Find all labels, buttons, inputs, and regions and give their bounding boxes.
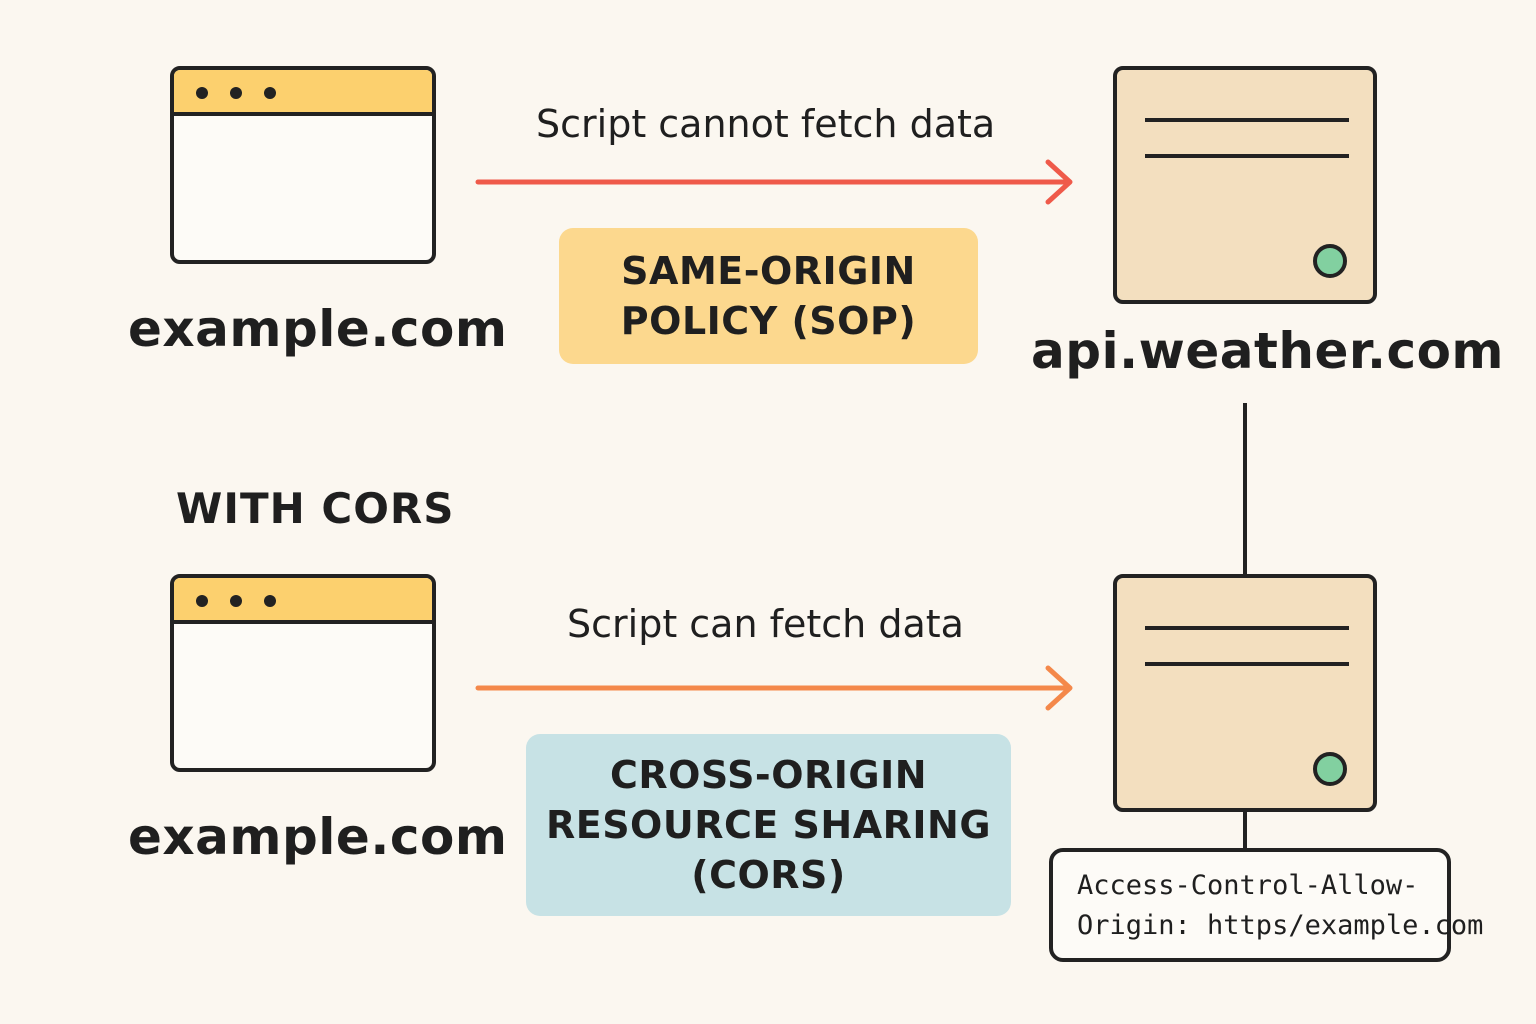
window-dot-icon [196,595,208,607]
window-dot-icon [264,87,276,99]
cors-badge-line: CROSS-ORIGIN [609,753,928,797]
server-connector-line [1243,403,1247,575]
status-led-icon [1313,244,1347,278]
response-header-line: Access-Control-Allow- [1077,870,1419,901]
browser-title-bar [174,70,432,116]
sop-badge-line: SAME-ORIGIN [621,249,916,293]
browser-window-icon [170,66,436,264]
response-header-box: Access-Control-Allow- Origin: https/exam… [1049,848,1484,962]
header-connector-line [1243,810,1247,850]
response-header-line: Origin: https/example.com [1077,910,1484,941]
server-slot [1145,118,1349,122]
server-icon [1113,66,1377,304]
status-led-icon [1313,752,1347,786]
window-dot-icon [264,595,276,607]
browser-window-icon [170,574,436,772]
allowed-request-caption: Script can fetch data [567,602,964,646]
cors-badge: CROSS-ORIGIN RESOURCE SHARING (CORS) [526,734,1011,916]
server-icon [1113,574,1377,812]
blocked-request-caption: Script cannot fetch data [536,102,996,146]
cors-badge-line: RESOURCE SHARING [545,803,992,847]
cors-badge-line: (CORS) [691,853,846,897]
server-slot [1145,662,1349,666]
sop-badge-line: POLICY (SOP) [620,299,917,343]
browser-title-bar [174,578,432,624]
server-slot [1145,626,1349,630]
blocked-request-arrow [475,159,1073,205]
window-dot-icon [230,595,242,607]
client-domain-label: example.com [128,300,508,358]
server-domain-label: api.weather.com [1031,322,1505,380]
client-domain-label: example.com [128,808,508,866]
section-label: WITH CORS [176,484,455,533]
window-dot-icon [230,87,242,99]
server-slot [1145,154,1349,158]
window-dot-icon [196,87,208,99]
sop-badge: SAME-ORIGIN POLICY (SOP) [559,228,978,364]
allowed-request-arrow [475,665,1073,711]
